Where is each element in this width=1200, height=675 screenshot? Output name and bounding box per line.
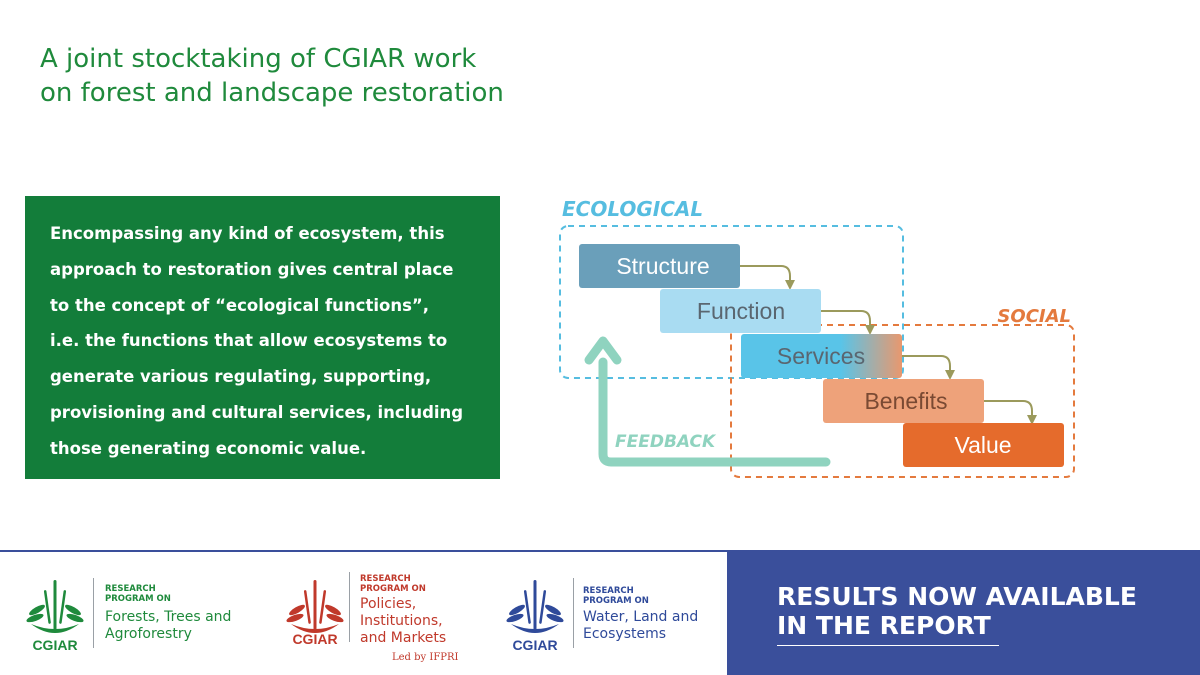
description-line: generate various regulating, supporting,	[50, 367, 432, 387]
description-line: approach to restoration gives central pl…	[50, 259, 454, 279]
description-line: provisioning and cultural services, incl…	[50, 402, 464, 422]
step-benefits-label: Benefits	[864, 388, 947, 414]
logo-program-name: Ecosystems	[583, 626, 667, 642]
logo-program-name: and Markets	[360, 630, 447, 646]
logo-program-label: PROGRAM ON	[583, 596, 649, 606]
logo-divider	[349, 572, 350, 642]
feedback-label: FEEDBACK	[615, 432, 717, 452]
step-structure-label: Structure	[616, 253, 709, 279]
logo-wle: CGIAR RESEARCH PROGRAM ON Water, Land an…	[505, 576, 715, 656]
logo-program-name: Institutions,	[360, 613, 443, 629]
step-value: Value	[903, 423, 1064, 467]
footer-bar	[0, 550, 1200, 675]
description-line: to the concept of “ecological functions”…	[50, 295, 430, 315]
logo-program-label: PROGRAM ON	[360, 584, 426, 594]
logo-brand: CGIAR	[292, 631, 337, 647]
title-line-2: on forest and landscape restoration	[40, 78, 504, 108]
cgiar-wheat-icon: CGIAR	[26, 580, 84, 653]
step-value-box	[903, 423, 1064, 467]
logo-program-label: RESEARCH	[105, 584, 156, 594]
cgiar-wheat-icon: CGIAR	[286, 580, 344, 647]
results-cta[interactable]: RESULTS NOW AVAILABLE IN THE REPORT	[727, 552, 1200, 675]
logo-program-name: Water, Land and	[583, 609, 699, 625]
cta-line-2: IN THE REPORT	[777, 611, 991, 640]
logo-program-label: RESEARCH	[583, 586, 634, 596]
feedback-arrow	[598, 357, 831, 467]
logo-program-label: RESEARCH	[360, 574, 411, 584]
logo-divider	[573, 578, 574, 648]
social-region	[730, 324, 1075, 478]
step-function-box	[660, 289, 821, 333]
description-line: Encompassing any kind of ecosystem, this	[50, 224, 445, 243]
ecological-label: ECOLOGICAL	[562, 197, 703, 221]
cgiar-wheat-icon: CGIAR	[506, 580, 564, 653]
connector-arrow	[901, 355, 955, 380]
step-services: Services	[741, 334, 902, 378]
page-title: A joint stocktaking of CGIAR work on for…	[40, 42, 640, 110]
step-value-label: Value	[954, 432, 1011, 458]
step-benefits: Benefits	[823, 379, 984, 423]
logo-program-label: PROGRAM ON	[105, 594, 171, 604]
step-structure: Structure	[579, 244, 740, 288]
logo-brand: CGIAR	[512, 637, 557, 653]
step-function-label: Function	[697, 298, 785, 324]
step-function: Function	[660, 289, 821, 333]
logo-program-name: Policies,	[360, 596, 417, 612]
logo-program-name: Agroforestry	[105, 626, 192, 642]
step-services-label: Services	[777, 343, 865, 369]
description-line: those generating economic value.	[50, 438, 367, 458]
connector-arrow	[739, 265, 795, 290]
logo-brand: CGIAR	[32, 637, 77, 653]
connector-arrow	[820, 310, 875, 335]
restoration-cascade-diagram: ECOLOGICAL SOCIAL FEEDBACK Structure Fun…	[559, 197, 1075, 478]
logo-divider	[93, 578, 94, 648]
step-benefits-box	[823, 379, 984, 423]
description-box: Encompassing any kind of ecosystem, this…	[25, 196, 500, 479]
description-line: i.e. the functions that allow ecosystems…	[50, 331, 448, 351]
cta-underline	[777, 645, 999, 646]
social-label: SOCIAL	[997, 306, 1071, 327]
cta-line-1: RESULTS NOW AVAILABLE	[777, 582, 1137, 611]
feedback-arrowhead	[584, 336, 622, 365]
logo-led-by: Led by IFPRI	[392, 652, 459, 663]
logo-pim: CGIAR RESEARCH PROGRAM ON Policies, Inst…	[285, 572, 485, 663]
logo-fta: CGIAR RESEARCH PROGRAM ON Forests, Trees…	[25, 576, 255, 656]
step-services-box	[741, 334, 902, 378]
logo-program-name: Forests, Trees and	[105, 609, 232, 625]
step-structure-box	[579, 244, 740, 288]
title-line-1: A joint stocktaking of CGIAR work	[40, 44, 477, 74]
connector-arrow	[983, 400, 1037, 425]
cta-text[interactable]: RESULTS NOW AVAILABLE IN THE REPORT	[777, 582, 1137, 640]
